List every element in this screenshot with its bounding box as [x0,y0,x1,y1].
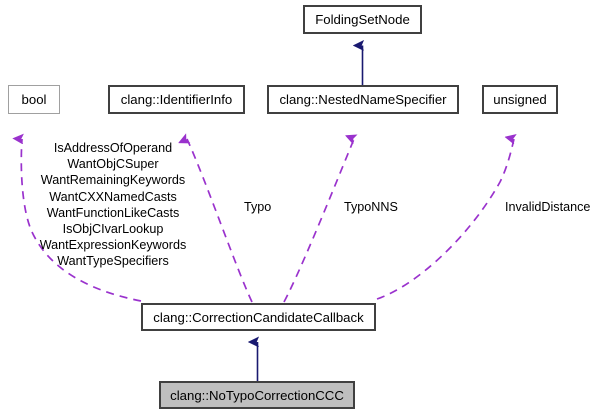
edge-label-field-wantcxxnamedcasts: WantCXXNamedCasts [49,189,177,204]
node-label-bool: bool [21,92,47,107]
node-bool[interactable]: bool [8,85,60,114]
edge-label-field-wantfunctionlikecasts: WantFunctionLikeCasts [46,205,180,220]
edge-label-bool-fields: IsAddressOfOperand WantObjCSuper WantRem… [13,140,213,270]
node-clang-identifierinfo[interactable]: clang::IdentifierInfo [108,85,245,114]
edge-correctioncandidatecallback-to-unsigned [376,139,514,300]
node-label-unsigned: unsigned [493,92,547,107]
node-label-clang-notypocorrectionccc: clang::NoTypoCorrectionCCC [170,387,344,403]
edge-label-field-wanttypespecifiers: WantTypeSpecifiers [57,254,169,269]
edge-label-field-isaddressofoperand: IsAddressOfOperand [53,141,173,155]
node-clang-correctioncandidatecallback[interactable]: clang::CorrectionCandidateCallback [141,303,376,331]
node-unsigned[interactable]: unsigned [482,85,558,114]
node-foldingsetnode[interactable]: FoldingSetNode [303,5,422,34]
edge-label-field-wantobjcsuper: WantObjCSuper [67,157,159,172]
edge-label-field-wantexpressionkeywords: WantExpressionKeywords [39,238,187,253]
node-label-foldingsetnode: FoldingSetNode [315,12,410,27]
edge-label-field-isobjcivarlookup: IsObjCIvarLookup [62,222,164,237]
node-clang-notypocorrectionccc[interactable]: clang::NoTypoCorrectionCCC [159,381,355,409]
node-label-clang-nestednamespecifier: clang::NestedNameSpecifier [279,92,447,107]
node-label-clang-identifierinfo: clang::IdentifierInfo [120,92,233,107]
node-label-clang-correctioncandidatecallback: clang::CorrectionCandidateCallback [153,309,364,325]
edge-correctioncandidatecallback-to-identifierinfo [187,139,253,303]
edge-label-typonns: TypoNNS [344,200,398,214]
node-clang-nestednamespecifier[interactable]: clang::NestedNameSpecifier [267,85,459,114]
edge-label-invaliddistance: InvalidDistance [505,200,591,214]
edge-correctioncandidatecallback-to-nestednamespecifier [283,139,354,303]
edge-correctioncandidatecallback-to-bool [21,139,142,302]
edge-label-field-wantremainingkeywords: WantRemainingKeywords [40,173,186,188]
edge-label-typo: Typo [244,200,272,214]
